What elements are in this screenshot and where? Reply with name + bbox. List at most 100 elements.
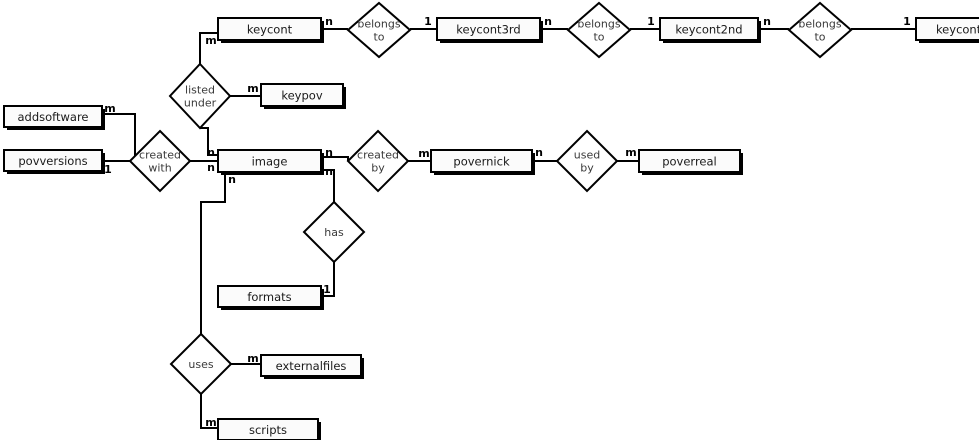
relationship-diamond[interactable] — [346, 129, 410, 193]
relationship-label: listed — [185, 84, 215, 97]
cardinality-card-image-left-top: n — [207, 146, 215, 159]
entity-label: externalfiles — [276, 359, 347, 373]
entity-label: keycont2nd — [675, 23, 742, 37]
connection-keycont-listedunder — [199, 32, 218, 65]
entity-label: keypov — [281, 89, 322, 103]
relationship-diamond[interactable] — [169, 332, 233, 396]
entity-box[interactable] — [430, 149, 533, 173]
relationship-uses[interactable]: uses — [169, 332, 233, 396]
entity-shadow-bottom — [264, 376, 364, 379]
entity-shadow-right — [318, 422, 321, 440]
relationship-diamond[interactable] — [566, 1, 632, 59]
entity-shadow-right — [532, 153, 535, 175]
entity-image[interactable]: image — [217, 149, 324, 175]
cardinality-card-keycont-bottom: m — [205, 34, 216, 47]
cardinality-card-povversions-right: 1 — [104, 163, 112, 176]
entity-box[interactable] — [217, 285, 322, 308]
cardinality-card-keypov-left: m — [247, 82, 258, 95]
entity-label: image — [252, 155, 288, 169]
entity-povversions[interactable]: povversions — [3, 149, 105, 174]
entity-shadow-right — [343, 87, 346, 109]
entity-label: keycont1st — [936, 23, 979, 37]
entity-keycont2nd[interactable]: keycont2nd — [659, 17, 761, 43]
entity-label: addsoftware — [17, 110, 88, 124]
entity-label: keycont3rd — [456, 23, 520, 37]
relationship-label: with — [148, 162, 171, 175]
entity-externalfiles[interactable]: externalfiles — [260, 354, 364, 379]
entity-shadow-bottom — [440, 40, 543, 43]
entity-scripts[interactable]: scripts — [217, 418, 321, 440]
relationship-label: to — [593, 31, 604, 44]
entity-box[interactable] — [659, 17, 759, 41]
relationship-label: under — [184, 97, 217, 110]
connection-uses-scripts — [200, 394, 218, 429]
entity-box[interactable] — [217, 17, 322, 41]
entity-formats[interactable]: formats — [217, 285, 324, 310]
relationship-diamond[interactable] — [302, 200, 366, 264]
entity-box[interactable] — [638, 149, 741, 173]
relationship-diamond[interactable] — [168, 62, 232, 130]
entity-addsoftware[interactable]: addsoftware — [3, 105, 105, 130]
entity-label: povernick — [453, 155, 510, 169]
cardinality-card-keycont2nd-right: n — [763, 15, 771, 28]
entity-box[interactable] — [260, 83, 344, 107]
cardinality-card-povernick-left: m — [418, 147, 429, 160]
connection-listedunder-image — [200, 127, 218, 156]
entity-shadow-right — [321, 289, 324, 310]
cardinality-card-addsoftware-right: m — [104, 102, 115, 115]
entity-keypov[interactable]: keypov — [260, 83, 346, 109]
entity-povernick[interactable]: povernick — [430, 149, 535, 175]
entity-keycont[interactable]: keycont — [217, 17, 324, 43]
relationship-label: to — [814, 31, 825, 44]
cardinality-card-image-left-bottom: n — [228, 173, 236, 186]
entity-shadow-bottom — [7, 127, 105, 130]
entity-box[interactable] — [217, 418, 319, 440]
entity-label: scripts — [249, 423, 287, 437]
entity-box[interactable] — [260, 354, 362, 377]
entity-shadow-right — [321, 153, 324, 175]
entity-shadow-bottom — [663, 40, 761, 43]
entity-shadow-bottom — [264, 106, 346, 109]
entity-box[interactable] — [436, 17, 541, 41]
relationship-label: belongs — [357, 18, 400, 31]
relationship-diamond[interactable] — [787, 1, 853, 59]
relationship-diamond[interactable] — [346, 1, 412, 59]
entity-box[interactable] — [915, 17, 979, 41]
cardinality-card-poverreal-left: m — [625, 146, 636, 159]
connection-has-formats — [321, 262, 335, 297]
relationship-label: created — [139, 149, 181, 162]
relationship-label: has — [324, 226, 344, 239]
relationship-diamond[interactable] — [555, 129, 619, 193]
entity-poverreal[interactable]: poverreal — [638, 149, 743, 175]
entity-shadow-right — [102, 153, 105, 174]
entity-keycont1st[interactable]: keycont1st — [915, 17, 979, 43]
entity-shadow-bottom — [7, 171, 105, 174]
entity-box[interactable] — [217, 149, 322, 173]
entity-shadow-bottom — [221, 40, 324, 43]
entity-shadow-right — [102, 109, 105, 130]
entity-shadow-bottom — [642, 172, 743, 175]
entity-keycont3rd[interactable]: keycont3rd — [436, 17, 543, 43]
entity-shadow-bottom — [221, 172, 324, 175]
relationship-label: by — [371, 162, 385, 175]
cardinality-card-keycont3rd-right: n — [544, 15, 552, 28]
cardinality-card-povernick-right: n — [535, 146, 543, 159]
cardinality-card-keycont1st-left: 1 — [903, 15, 911, 28]
cardinality-card-image-right-top: n — [325, 146, 333, 159]
relationship-diamond[interactable] — [128, 129, 192, 193]
relationship-label: by — [580, 162, 594, 175]
entity-shadow-right — [321, 21, 324, 43]
entity-box[interactable] — [3, 149, 103, 172]
entity-box[interactable] — [3, 105, 103, 128]
entity-label: keycont — [247, 23, 293, 37]
relationship-has[interactable]: has — [302, 200, 366, 264]
